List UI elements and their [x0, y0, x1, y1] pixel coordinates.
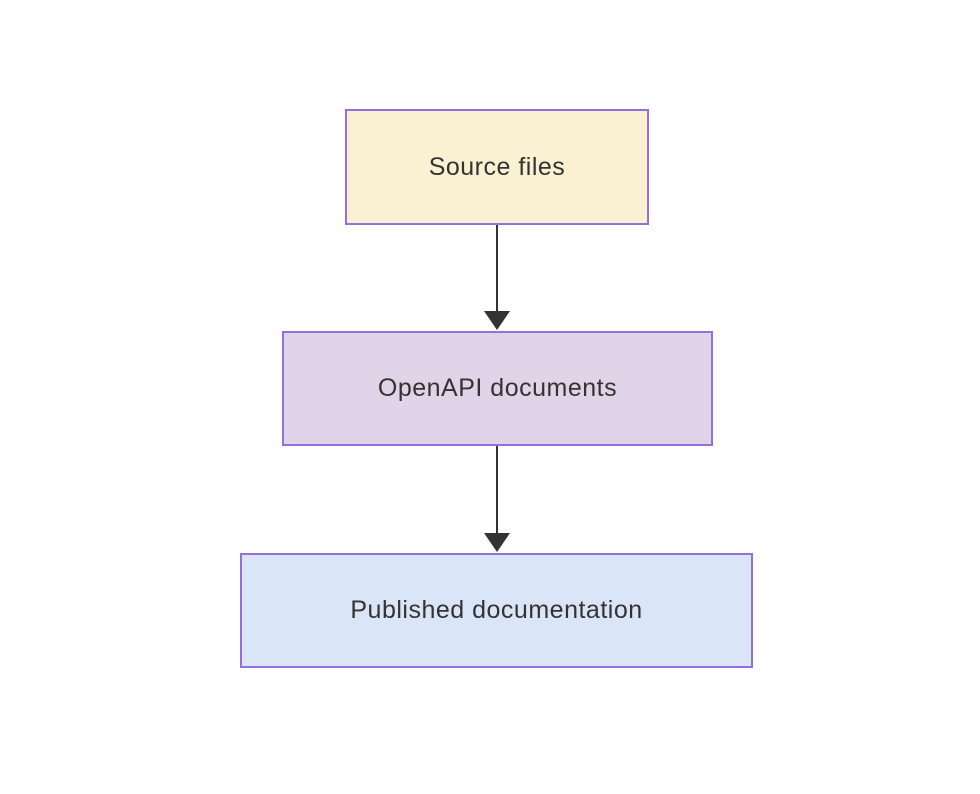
node-openapi-documents-label: OpenAPI documents: [377, 374, 618, 402]
node-published-documentation: Published documentation: [240, 553, 753, 668]
node-source-files-label: Source files: [428, 152, 566, 181]
node-source-files: Source files: [345, 109, 649, 225]
arrow-down-icon: [484, 225, 510, 330]
node-published-documentation-label: Published documentation: [350, 596, 643, 624]
arrow-down-icon: [484, 446, 510, 552]
node-openapi-documents: OpenAPI documents: [282, 331, 713, 446]
